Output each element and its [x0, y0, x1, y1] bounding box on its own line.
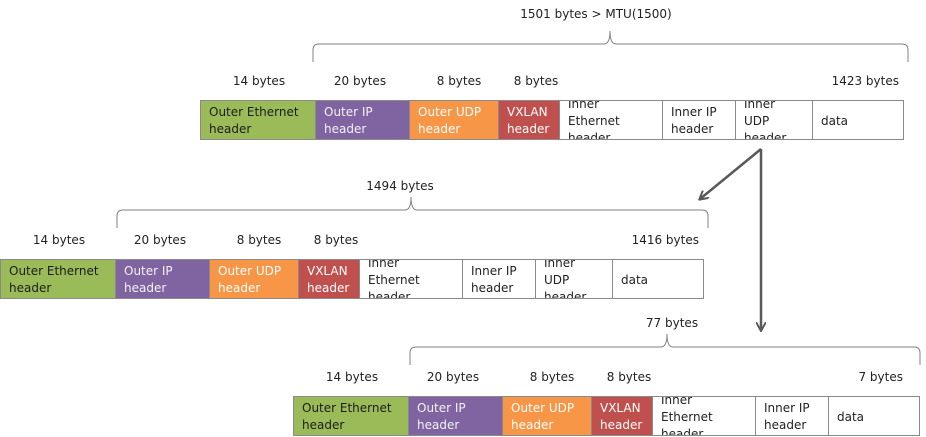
outer-ip-header-field: Outer IP header — [315, 100, 410, 140]
packet-1-size-label: 8 bytes — [436, 74, 482, 88]
field-label: Outer IP header — [124, 264, 173, 295]
data-field: data — [612, 259, 704, 299]
packet-3-size-label: 8 bytes — [606, 370, 652, 384]
packet-2-header-row: Outer Ethernet header Outer IP header Oute… — [0, 259, 704, 299]
outer-ip-header-field: Outer IP header — [115, 259, 210, 299]
field-label: Outer IP header — [324, 105, 373, 136]
packet-3-total-label: 77 bytes — [645, 316, 699, 330]
packet-2-size-label: 8 bytes — [313, 233, 359, 247]
packet-2-size-label: 20 bytes — [133, 233, 187, 247]
inner-udp-header-field: Inner UDP header — [535, 259, 613, 299]
field-label: Outer Ethernet header — [9, 264, 99, 295]
field-label: Outer UDP header — [218, 264, 282, 295]
packet-2-total-label: 1494 bytes — [366, 179, 434, 193]
vxlan-header-field: VXLAN header — [298, 259, 360, 299]
field-label: VXLAN header — [307, 264, 350, 295]
packet-2-size-brace — [116, 196, 709, 228]
packet-1-size-label: 1423 bytes — [831, 74, 899, 88]
field-label: Inner UDP header — [744, 100, 787, 140]
field-label: data — [821, 113, 849, 128]
inner-ethernet-header-field: Inner Ethernet header — [652, 396, 756, 436]
field-label: data — [621, 272, 649, 287]
field-label: Outer UDP header — [511, 401, 575, 432]
field-label: Outer UDP header — [418, 105, 482, 136]
outer-udp-header-field: Outer UDP header — [502, 396, 592, 436]
packet-1-size-brace — [312, 30, 909, 62]
outer-udp-header-field: Outer UDP header — [409, 100, 499, 140]
packet-3-size-label: 7 bytes — [858, 370, 903, 384]
outer-ip-header-field: Outer IP header — [408, 396, 503, 436]
field-label: VXLAN header — [600, 401, 643, 432]
inner-ip-header-field: Inner IP header — [462, 259, 536, 299]
field-label: Inner Ethernet header — [661, 396, 713, 436]
packet-3-size-label: 14 bytes — [325, 370, 379, 384]
packet-3-header-row: Outer Ethernet header Outer IP header Oute… — [293, 396, 920, 436]
field-label: Inner UDP header — [544, 259, 587, 299]
packet-1-size-label: 14 bytes — [232, 74, 286, 88]
packet-1-size-label: 8 bytes — [513, 74, 559, 88]
packet-1-header-row: Outer Ethernet header Outer IP header Oute… — [200, 100, 904, 140]
outer-ethernet-header-field: Outer Ethernet header — [293, 396, 409, 436]
packet-1-size-label: 20 bytes — [333, 74, 387, 88]
outer-udp-header-field: Outer UDP header — [209, 259, 299, 299]
field-label: Outer IP header — [417, 401, 466, 432]
field-label: data — [837, 409, 865, 424]
inner-ethernet-header-field: Inner Ethernet header — [559, 100, 663, 140]
packet-2-size-label: 8 bytes — [236, 233, 282, 247]
field-label: Inner Ethernet header — [568, 100, 620, 140]
outer-ethernet-header-field: Outer Ethernet header — [200, 100, 316, 140]
field-label: Outer Ethernet header — [209, 105, 299, 136]
vxlan-header-field: VXLAN header — [498, 100, 560, 140]
data-field: data — [828, 396, 920, 436]
packet-3-size-label: 20 bytes — [426, 370, 480, 384]
inner-ethernet-header-field: Inner Ethernet header — [359, 259, 463, 299]
packet-2-size-label: 1416 bytes — [631, 233, 699, 247]
field-label: Inner IP header — [764, 401, 810, 432]
fragment-arrow-left — [700, 148, 762, 199]
data-field: data — [812, 100, 904, 140]
inner-udp-header-field: Inner UDP header — [735, 100, 813, 140]
field-label: Outer Ethernet header — [302, 401, 392, 432]
packet-2-size-label: 14 bytes — [32, 233, 86, 247]
packet-3-size-label: 8 bytes — [529, 370, 575, 384]
field-label: Inner Ethernet header — [368, 259, 420, 299]
field-label: Inner IP header — [471, 264, 517, 295]
field-label: Inner IP header — [671, 105, 717, 136]
inner-ip-header-field: Inner IP header — [755, 396, 829, 436]
inner-ip-header-field: Inner IP header — [662, 100, 736, 140]
packet-3-size-brace — [409, 333, 921, 365]
packet-1-total-label: 1501 bytes > MTU(1500) — [520, 7, 672, 21]
outer-ethernet-header-field: Outer Ethernet header — [0, 259, 116, 299]
field-label: VXLAN header — [507, 105, 550, 136]
vxlan-header-field: VXLAN header — [591, 396, 653, 436]
